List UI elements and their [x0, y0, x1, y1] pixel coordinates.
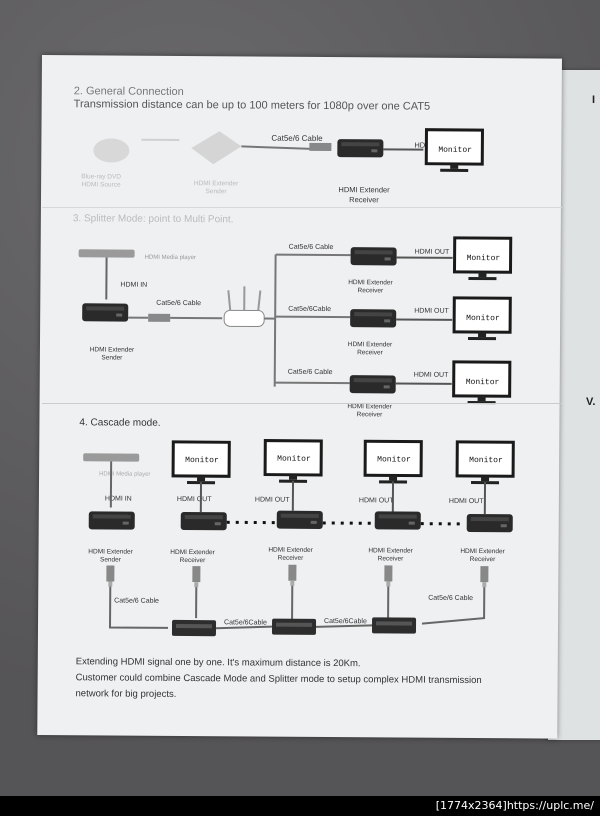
svg-text:Monitor: Monitor — [469, 456, 503, 465]
manual-page: 2. General Connection Transmission dista… — [37, 55, 562, 739]
footer-bar: [1774x2364]https://uplc.me/ — [0, 796, 600, 816]
svg-text:Monitor: Monitor — [438, 146, 472, 155]
svg-text:Monitor: Monitor — [467, 254, 501, 263]
svg-text:Monitor: Monitor — [277, 455, 311, 464]
section2-receiver-box — [337, 139, 384, 158]
svg-text:Monitor: Monitor — [377, 455, 411, 464]
watermark-text: [1774x2364]https://uplc.me/ — [435, 799, 594, 812]
svg-text:Monitor: Monitor — [466, 314, 500, 323]
diagram-graphics: Monitor Monitor Monitor Monitor — [78, 128, 515, 637]
svg-text:Monitor: Monitor — [466, 378, 500, 387]
svg-text:Monitor: Monitor — [185, 456, 219, 465]
paper-fold-upper — [42, 207, 562, 208]
next-page-letter-bottom: V. — [586, 396, 596, 408]
paper-fold — [42, 403, 562, 404]
next-page-letter-top: I — [592, 94, 596, 106]
